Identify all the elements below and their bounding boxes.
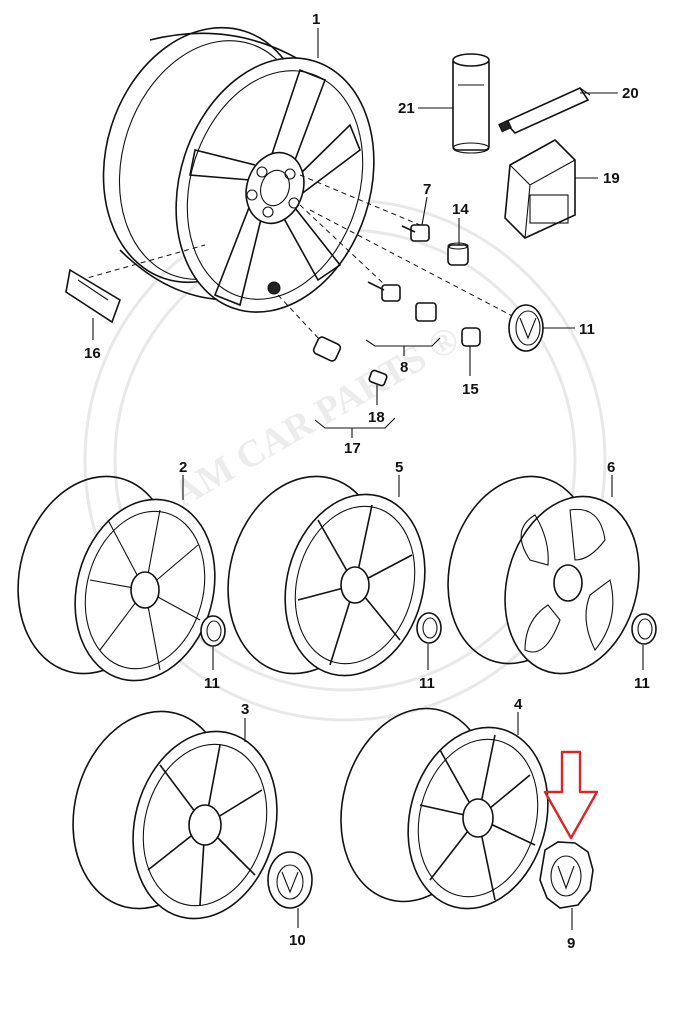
- center-cap-wheel-6: [631, 613, 657, 645]
- valve-part-7: [401, 224, 430, 242]
- callout-11-wheel-2: 11: [204, 675, 220, 692]
- callout-10: 10: [289, 932, 306, 949]
- callout-1: 1: [312, 11, 320, 28]
- callout-19: 19: [603, 170, 620, 187]
- callout-6: 6: [607, 459, 615, 476]
- center-cap-9: [539, 841, 594, 909]
- callout-5: 5: [395, 459, 403, 476]
- center-cap-top: [508, 304, 544, 352]
- main-alloy-wheel: [102, 26, 375, 313]
- wheel-variant-3: [72, 710, 278, 920]
- callout-14: 14: [452, 201, 469, 218]
- center-cap-wheel-2: [200, 615, 226, 647]
- callout-17: 17: [344, 440, 361, 457]
- leader-lines: [92, 28, 644, 930]
- callout-4: 4: [514, 696, 523, 713]
- callout-labels: 1 2 3 4 5 6 7 8 9 10 11 11 11 11 14 15 1…: [84, 11, 650, 952]
- wheel-variant-4: [340, 707, 549, 910]
- callout-18: 18: [368, 409, 385, 426]
- center-cap-10: [267, 851, 313, 909]
- callout-15: 15: [462, 381, 479, 398]
- callout-9: 9: [567, 935, 575, 952]
- bolt-kit-box: [504, 139, 576, 239]
- highlight-arrow: [543, 750, 599, 840]
- balance-weight-16: [65, 268, 121, 324]
- valve-17: [312, 336, 388, 387]
- callout-2: 2: [179, 459, 187, 476]
- assembly-lines: [79, 174, 521, 341]
- callout-3: 3: [241, 701, 249, 718]
- callout-20: 20: [622, 85, 639, 102]
- callout-11-top: 11: [579, 321, 595, 338]
- bracket-17: [314, 417, 396, 429]
- wheel-bolts-8: [367, 281, 481, 347]
- wheel-variant-2: [17, 475, 216, 682]
- callout-7: 7: [423, 181, 431, 198]
- wheel-variant-5: [227, 475, 426, 677]
- center-cap-wheel-5: [416, 612, 442, 644]
- paste-tube: [498, 86, 591, 134]
- wheel-variant-6: [447, 475, 640, 675]
- spray-can: [452, 53, 490, 154]
- valve-cap-14: [447, 242, 469, 266]
- callout-11-wheel-5: 11: [419, 675, 435, 692]
- callout-8: 8: [400, 359, 408, 376]
- callout-21: 21: [398, 100, 415, 117]
- callout-16: 16: [84, 345, 101, 362]
- callout-11-wheel-6: 11: [634, 675, 650, 692]
